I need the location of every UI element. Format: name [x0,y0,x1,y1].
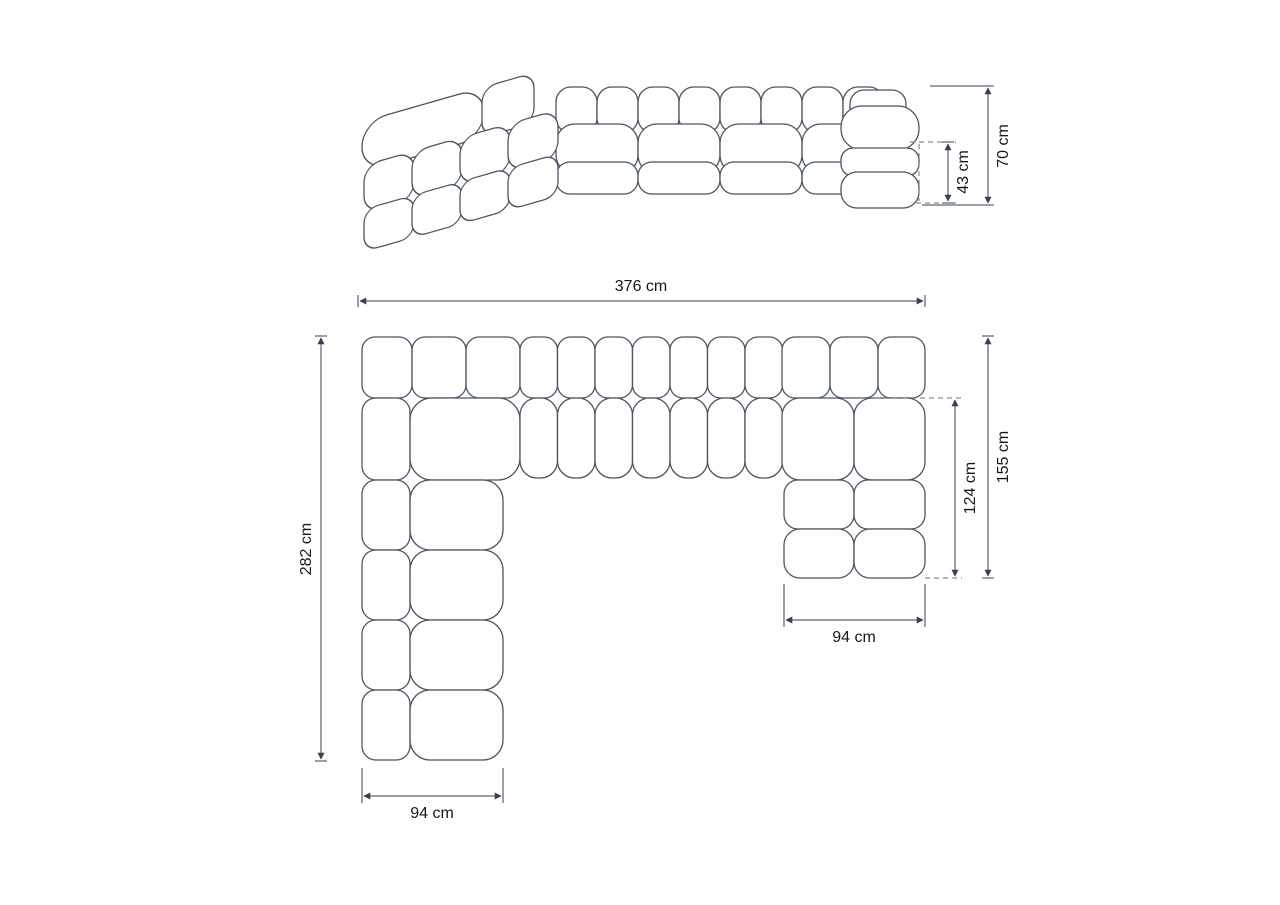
sofa-module [361,397,411,481]
sofa-module [853,479,926,530]
sofa-module [361,479,411,551]
sofa-module [409,549,504,621]
sofa-module [706,336,746,399]
dim-label-left-depth: 282 cm [298,523,315,575]
sofa-module [631,397,671,479]
sofa-module [555,161,639,195]
dim-label-total-width: 376 cm [615,278,667,295]
sofa-module [361,619,411,691]
sofa-module [519,397,559,479]
sofa-module [853,528,926,579]
sofa-module [409,619,504,691]
sofa-module [877,336,926,399]
sofa-module [556,336,596,399]
sofa-module [409,479,504,551]
sofa-module [519,336,559,399]
sofa-module [781,336,831,399]
sofa-module [840,171,920,209]
sofa-module [409,689,504,761]
right-chaise-front-view [840,89,920,209]
dim-label-chaise-depth: 124 cm [962,462,979,514]
sofa-module [783,528,855,579]
sofa-module [507,156,559,208]
sofa-module [361,689,411,761]
sofa-module [744,336,784,399]
sofa-module [781,397,855,481]
dim-label-total-height: 70 cm [995,124,1012,168]
sofa-module [829,336,879,399]
sofa-module [631,336,671,399]
sofa-module [594,336,634,399]
sofa-module [556,397,596,479]
sofa-module [411,336,467,399]
front-view-drawing [361,75,920,249]
sofa-module [594,397,634,479]
sofa-module [361,336,413,399]
sofa-module [637,161,721,195]
left-chaise-front-view [361,75,559,249]
dim-label-seat-height: 43 cm [955,150,972,194]
sofa-module [669,336,709,399]
sofa-module [706,397,746,479]
sofa-module [719,161,803,195]
sofa-module [853,397,926,481]
sofa-module [669,397,709,479]
sofa-module [361,549,411,621]
dim-label-right-module-width: 94 cm [832,629,876,646]
sofa-module [409,397,521,481]
plan-view-drawing [361,336,926,761]
sofa-module [465,336,521,399]
dim-label-right-depth: 155 cm [995,431,1012,483]
dim-label-left-module-width: 94 cm [410,805,454,822]
sofa-module [783,479,855,530]
dimension-annotations [315,85,994,803]
sofa-module [744,397,784,479]
sofa-module [840,105,920,151]
sofa-module [481,75,535,135]
